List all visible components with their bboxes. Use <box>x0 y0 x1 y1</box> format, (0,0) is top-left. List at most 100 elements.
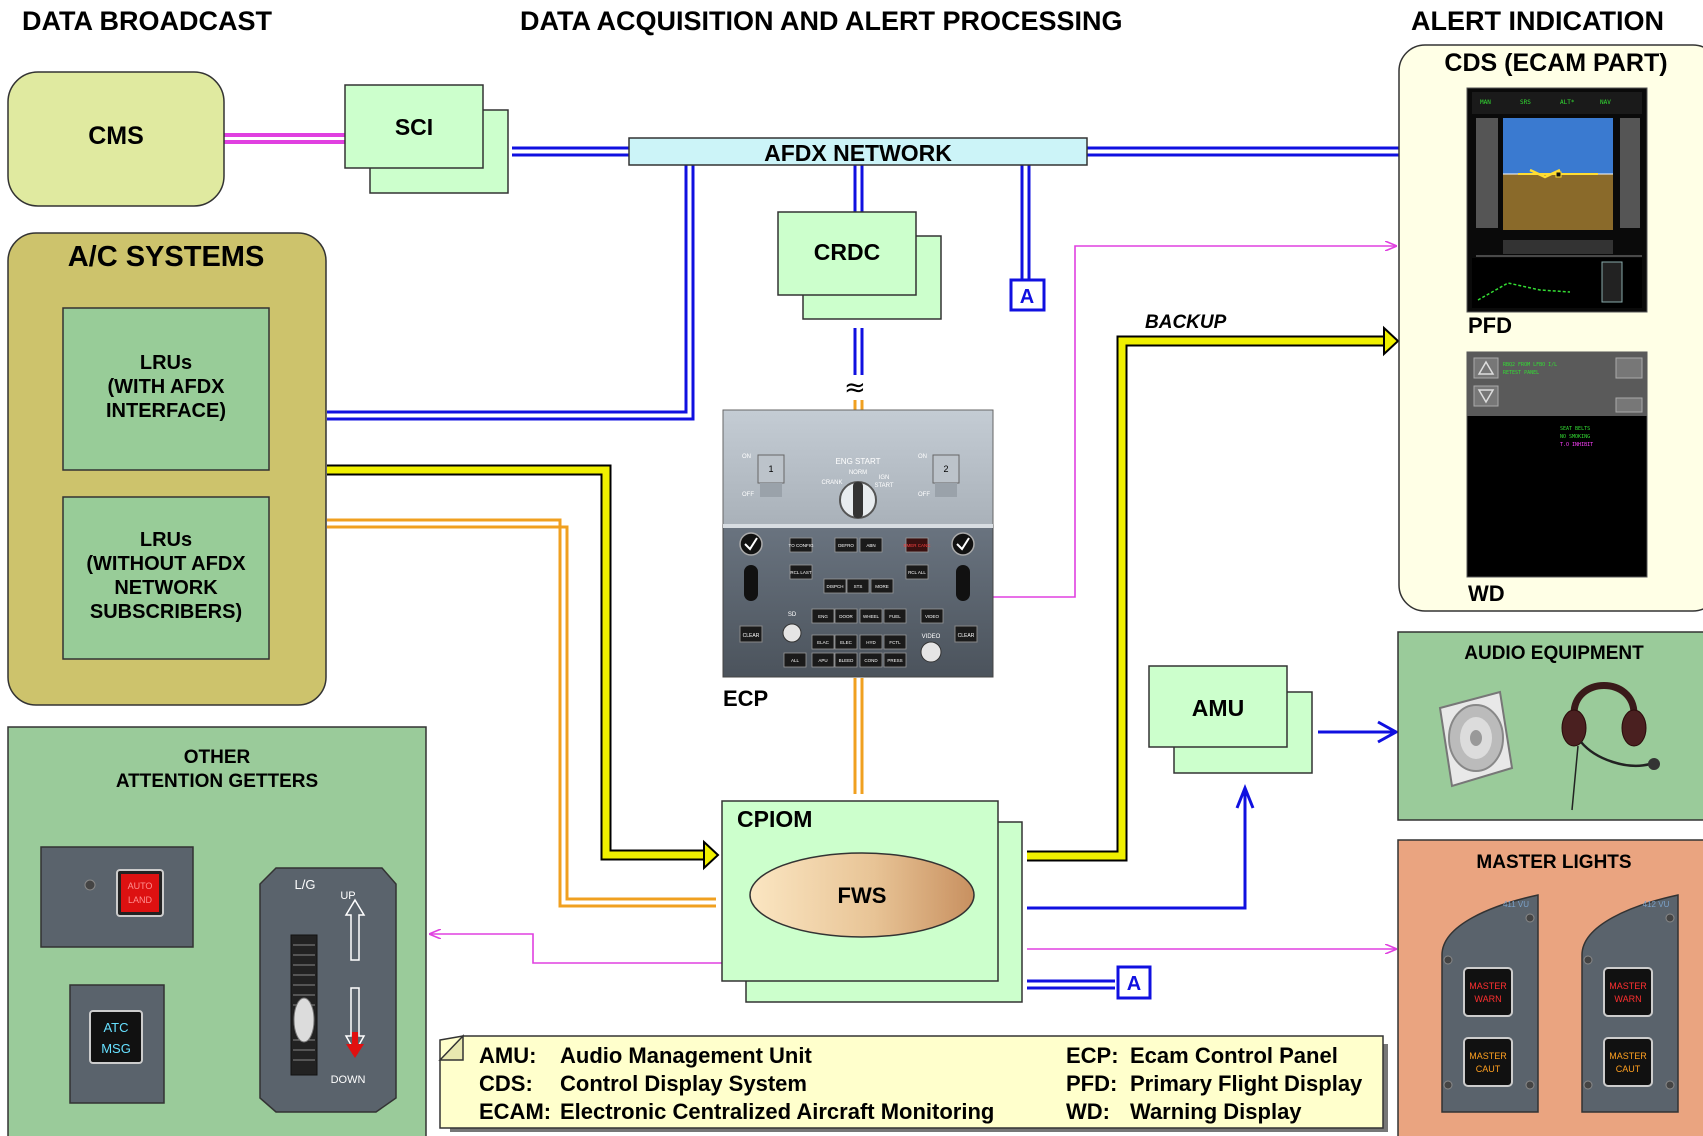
ecp-button-to-config[interactable] <box>789 537 813 553</box>
pfd-fma-mode: SRS <box>1520 99 1531 106</box>
ecp-button-wheel[interactable] <box>859 608 883 624</box>
ecp-button-elec[interactable] <box>834 634 858 650</box>
other-attention-block: OTHER ATTENTION GETTERS AUTO LAND ATC MS… <box>7 726 427 1136</box>
pfd-fma-mode: NAV <box>1600 99 1611 106</box>
ecp-button-video[interactable] <box>920 608 944 624</box>
master-caut-button[interactable] <box>1603 1037 1653 1087</box>
lru-no-afdx-line2: (WITHOUT AFDX <box>86 553 246 575</box>
ecp-button-label: DISPCH <box>826 584 843 589</box>
atc-msg-text-2: MSG <box>101 1041 131 1056</box>
amu-audio-link <box>1318 720 1400 744</box>
ecp-button-abn[interactable] <box>859 537 883 553</box>
afdx-bus-lru <box>327 164 695 421</box>
ecp-button-bleed[interactable] <box>834 652 858 668</box>
lru-no-afdx-line4: SUBSCRIBERS) <box>90 601 242 623</box>
fws-ellipse <box>749 852 975 938</box>
master-warn-button[interactable] <box>1463 967 1513 1017</box>
master-lights-block: MASTER LIGHTS 411 VUMASTERWARNMASTERCAUT… <box>1397 839 1703 1136</box>
cpiom-amu-link <box>1027 783 1255 910</box>
ecp-video-knob[interactable] <box>920 641 942 663</box>
master-warn-text: WARN <box>1474 994 1501 1004</box>
ecp-button-press[interactable] <box>883 652 907 668</box>
ecp-rocker-right[interactable] <box>956 565 970 601</box>
afdx-bus-sci <box>512 146 630 157</box>
ecp-button-label: PRESS <box>887 658 902 663</box>
ecp-button-fuel[interactable] <box>883 608 907 624</box>
atc-msg-panel: ATC MSG <box>69 984 165 1104</box>
headset-icon <box>1561 682 1660 811</box>
cms-label: CMS <box>88 122 144 150</box>
master-title: MASTER LIGHTS <box>1476 852 1631 873</box>
afdx-bus-cds <box>1087 146 1400 157</box>
ecp-button-all[interactable] <box>783 652 807 668</box>
ecp-button-fctl[interactable] <box>883 634 907 650</box>
master-caut-text: MASTER <box>1609 1051 1647 1061</box>
ecp-clear-left[interactable] <box>739 625 763 643</box>
crdc-block: CRDC <box>777 211 942 320</box>
connector-a-bottom: A <box>1116 965 1152 1000</box>
master-warn-button[interactable] <box>1603 967 1653 1017</box>
lru-no-afdx-line3: NETWORK <box>114 577 218 599</box>
eng-master-2[interactable]: 2 <box>932 454 960 497</box>
eng-master-1-num: 1 <box>768 464 773 474</box>
ecp-clear-right[interactable] <box>954 625 978 643</box>
atc-msg-button[interactable] <box>89 1010 143 1064</box>
ecp-sd-knob[interactable] <box>782 623 802 643</box>
ecp-label: ECP <box>723 686 768 711</box>
backup-link <box>1027 325 1400 862</box>
lg-lever-handle[interactable] <box>293 997 315 1043</box>
ecp-rocker-left[interactable] <box>744 565 758 601</box>
panel-screw <box>1665 1080 1675 1090</box>
sci-block: SCI <box>344 84 509 194</box>
ecp-button-apu[interactable] <box>811 652 835 668</box>
ecp-check-knob-left[interactable] <box>739 532 763 556</box>
wd-memo-right-line: T.O INHIBIT <box>1560 442 1593 448</box>
master-caut-text: MASTER <box>1469 1051 1507 1061</box>
ecp-button-emer-canc[interactable] <box>905 537 929 553</box>
ecp-button-label: FUEL <box>889 614 901 619</box>
pfd-label: PFD <box>1468 313 1512 338</box>
ecp-button-more[interactable] <box>870 578 894 594</box>
ecp-button-door[interactable] <box>834 608 858 624</box>
lru-afdx-box <box>62 307 270 471</box>
atc-msg-text-1: ATC <box>103 1020 128 1035</box>
ecp-button-defro[interactable] <box>834 537 858 553</box>
lru-cpiom-link <box>327 464 720 871</box>
header-alert-indication: ALERT INDICATION <box>1411 6 1664 36</box>
ecp-button-dispch[interactable] <box>823 578 847 594</box>
autoland-text-2: LAND <box>128 895 153 905</box>
ac-systems-block: A/C SYSTEMS LRUs (WITH AFDX INTERFACE) L… <box>7 232 327 706</box>
ecp-button-label: COND <box>864 658 878 663</box>
eng-ign-label: IGN <box>879 475 890 481</box>
ecp-button-cond[interactable] <box>859 652 883 668</box>
eng-master-1[interactable]: 1 <box>757 454 785 497</box>
ecp-button-hyd[interactable] <box>859 634 883 650</box>
ecp-button-eng[interactable] <box>811 608 835 624</box>
legend-text: Audio Management Unit <box>560 1043 812 1068</box>
lru-nonafdx-cpiom-link <box>327 518 716 908</box>
panel-screw <box>1443 1080 1453 1090</box>
ecp-button-label: APU <box>818 658 827 663</box>
ecp-button-rcl-last[interactable] <box>789 564 813 580</box>
audio-title: AUDIO EQUIPMENT <box>1464 643 1644 664</box>
lru-no-afdx-line1: LRUs <box>140 529 192 551</box>
ecp-button-label: MORE <box>875 584 889 589</box>
master-caut-button[interactable] <box>1463 1037 1513 1087</box>
ecp-button-rcl-all[interactable] <box>905 564 929 580</box>
ecp-check-knob-right[interactable] <box>951 532 975 556</box>
ecp-button-label: BLEED <box>839 658 855 663</box>
legend-text: Electronic Centralized Aircraft Monitori… <box>560 1099 994 1124</box>
pfd-fma-mode: MAN <box>1480 99 1491 106</box>
ecp-button-label: STS <box>854 584 863 589</box>
lg-down-label: DOWN <box>331 1074 366 1086</box>
afdx-label: AFDX NETWORK <box>764 140 952 166</box>
lg-label: L/G <box>295 877 316 892</box>
master-warn-text: WARN <box>1614 994 1641 1004</box>
ecp-button-sts[interactable] <box>846 578 870 594</box>
ecp-pfd-link <box>993 246 1396 598</box>
ecp-button-elac[interactable] <box>811 634 835 650</box>
